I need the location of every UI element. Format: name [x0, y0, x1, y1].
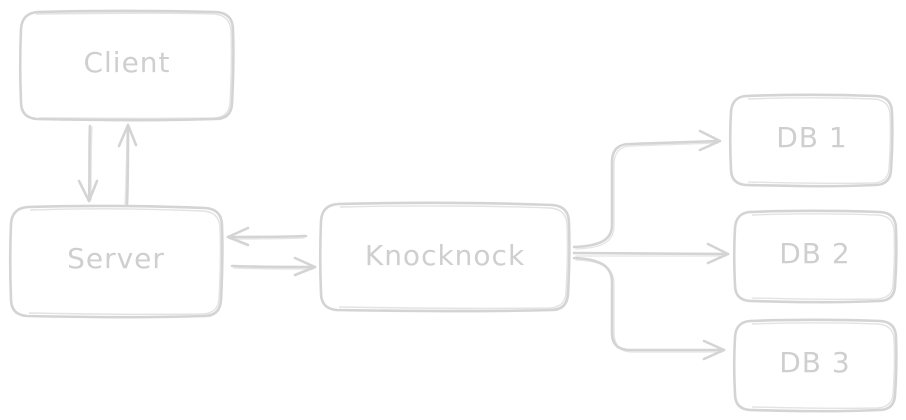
edge-knocknock-to-db3-line	[572, 256, 726, 352]
client-box-sketch	[35, 12, 233, 120]
edge-knocknock-to-server-sketch	[229, 237, 305, 240]
edge-knocknock-to-db3	[572, 256, 726, 361]
edge-client-to-server	[77, 124, 99, 203]
edge-server-to-client-line	[125, 123, 130, 207]
edge-knocknock-to-db2	[572, 242, 730, 265]
edge-server-to-knocknock	[230, 256, 317, 277]
node-db1[interactable]: DB 1	[728, 93, 894, 188]
edge-knocknock-to-db3-arrowhead	[702, 339, 726, 361]
db2-box-sketch	[751, 213, 896, 301]
node-db2[interactable]: DB 2	[732, 209, 898, 304]
edge-server-to-client-sketch	[124, 125, 128, 205]
server-box	[8, 204, 224, 319]
client-box	[18, 9, 235, 122]
edge-knocknock-to-db1-line	[572, 139, 722, 249]
db1-box-sketch	[747, 97, 892, 185]
knocknock-box-sketch	[338, 205, 569, 310]
db2-label: DB 2	[779, 237, 850, 270]
edge-knocknock-to-server	[226, 226, 308, 247]
edge-client-to-server-line	[87, 124, 92, 203]
edge-server-to-client-arrowhead	[117, 123, 138, 148]
db3-box-sketch	[751, 322, 896, 410]
edge-server-to-knocknock-sketch	[233, 267, 314, 270]
node-client[interactable]: Client	[18, 9, 235, 122]
knocknock-box	[318, 201, 571, 313]
db3-box	[732, 318, 898, 413]
edge-server-to-client	[117, 123, 138, 207]
edge-knocknock-to-db3-sketch	[575, 259, 723, 353]
edge-client-to-server-arrowhead	[77, 179, 99, 203]
db2-box	[732, 209, 898, 304]
edge-server-to-knocknock-arrowhead	[293, 256, 317, 277]
server-label: Server	[67, 242, 165, 275]
edge-knocknock-to-db1-arrowhead	[698, 129, 722, 152]
edge-knocknock-to-db2-line	[572, 251, 730, 256]
edge-client-to-server-sketch	[90, 126, 93, 201]
node-knocknock[interactable]: Knocknock	[318, 201, 571, 313]
edge-knocknock-to-db1	[572, 129, 722, 250]
edge-knocknock-to-db1-sketch	[575, 142, 719, 250]
edge-server-to-knocknock-line	[230, 264, 317, 269]
edge-knocknock-to-server-arrowhead	[226, 226, 250, 247]
client-label: Client	[83, 46, 170, 79]
edge-knocknock-to-server-line	[226, 234, 308, 239]
knocknock-label: Knocknock	[365, 239, 525, 272]
node-db3[interactable]: DB 3	[732, 318, 898, 413]
db3-label: DB 3	[779, 346, 850, 379]
db1-box	[728, 93, 894, 188]
server-box-sketch	[28, 208, 222, 316]
edge-knocknock-to-db2-arrowhead	[706, 242, 730, 265]
db1-label: DB 1	[776, 121, 847, 154]
node-server[interactable]: Server	[8, 204, 224, 319]
